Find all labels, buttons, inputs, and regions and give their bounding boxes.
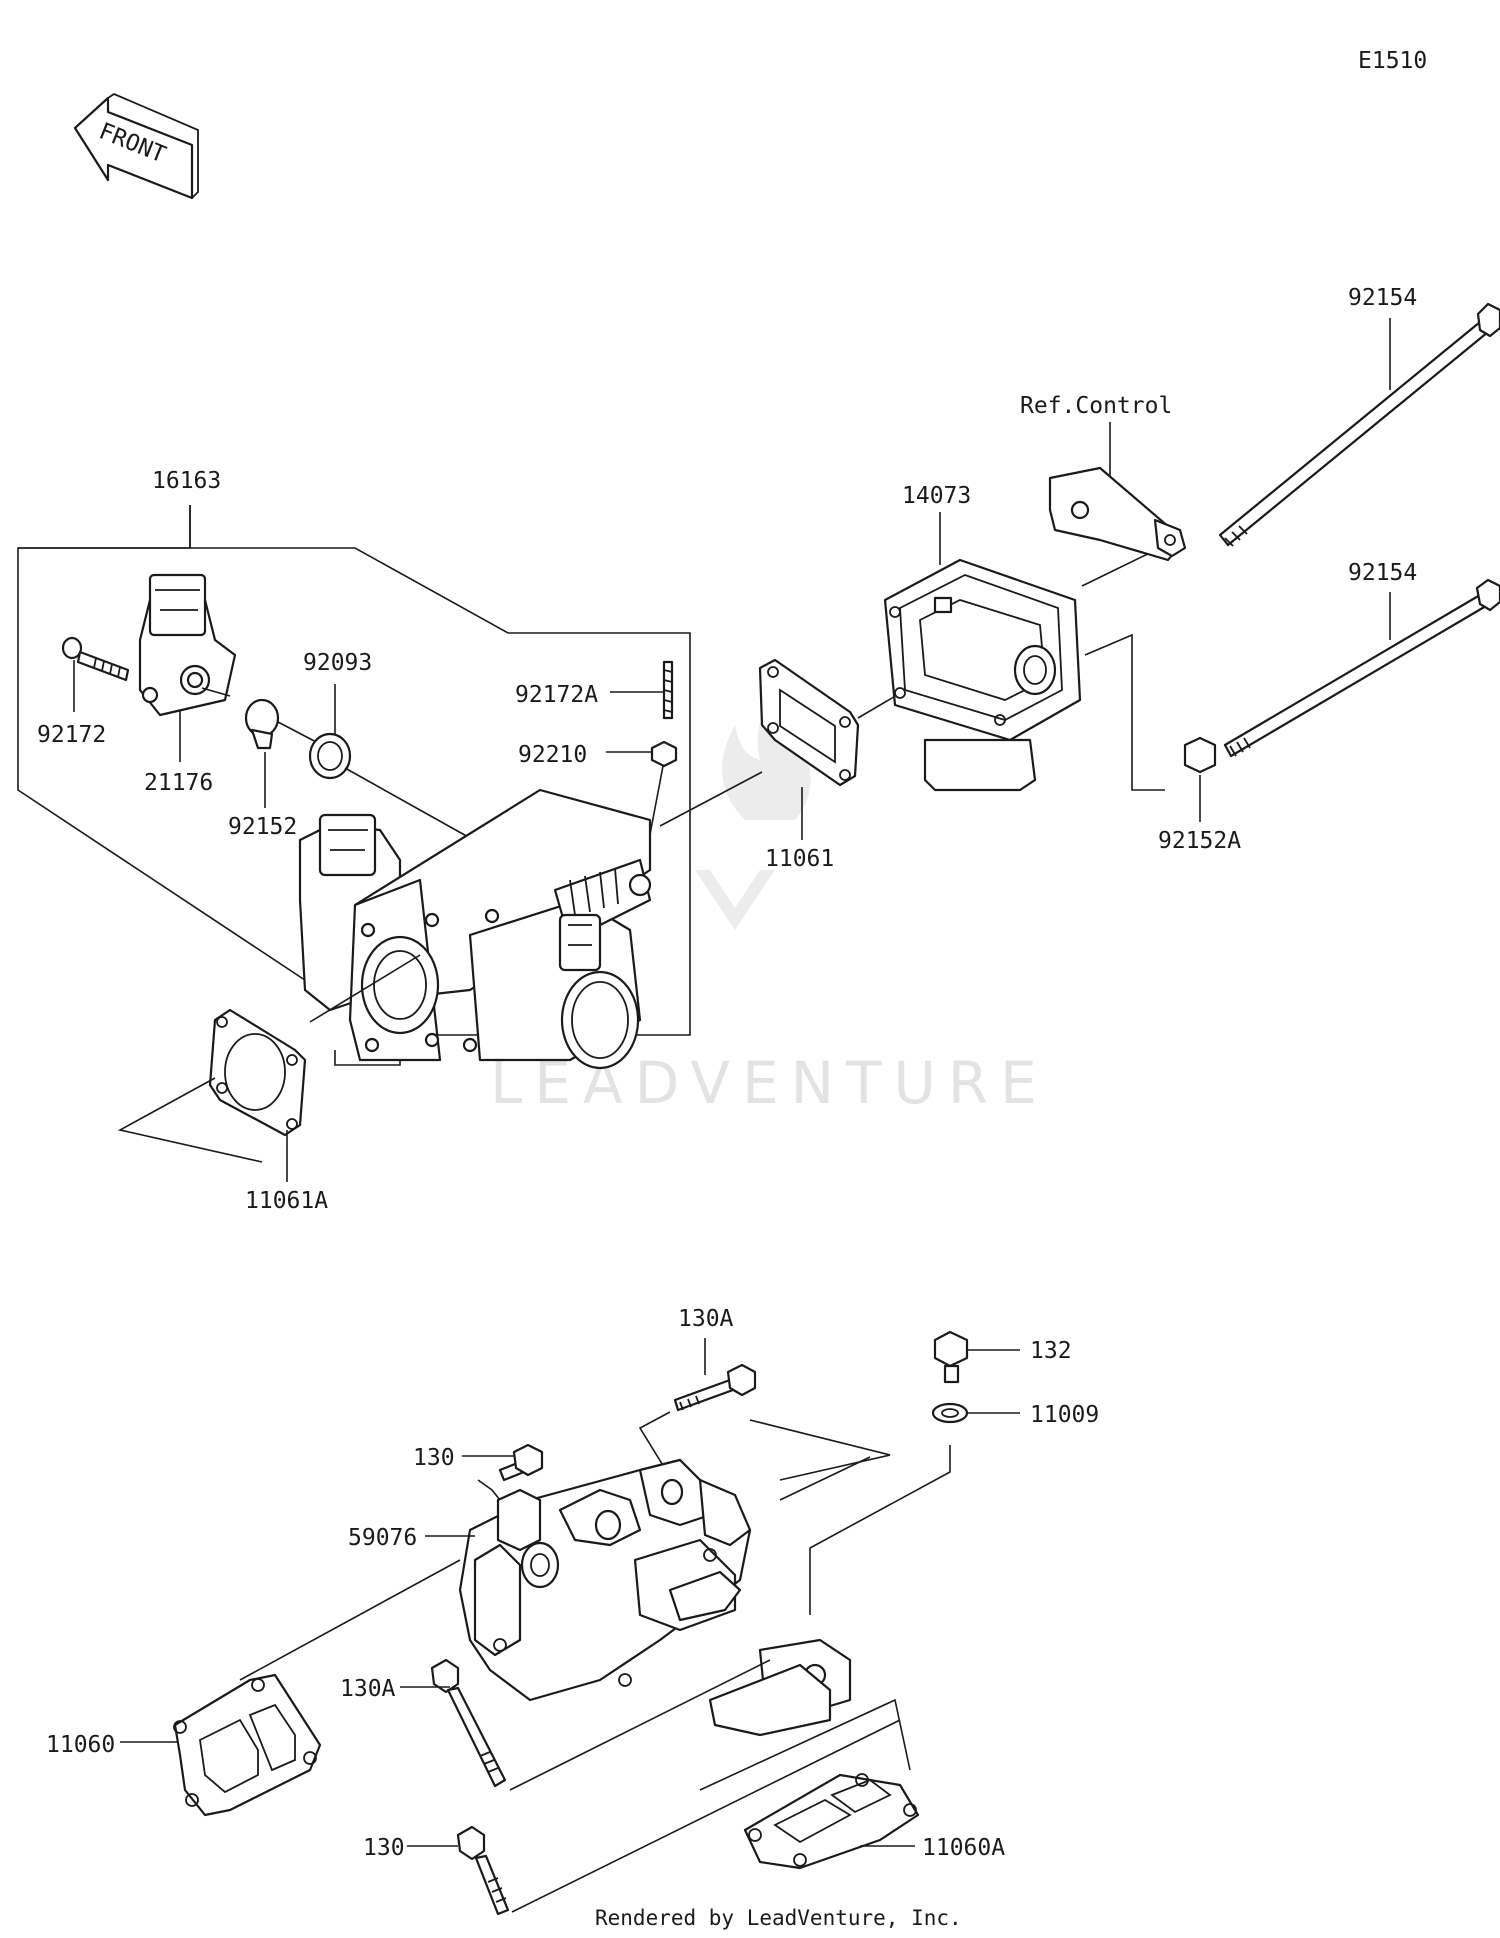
part-label-130-top: 130 [413,1445,455,1471]
gasket-11060A [743,1773,920,1870]
washer-11009 [931,1402,969,1424]
part-label-92172: 92172 [37,722,106,748]
intake-manifold [458,1458,852,1737]
part-label-130A-top: 130A [678,1306,734,1332]
bolt-92154-bottom [1223,578,1500,758]
o-ring-92093 [308,732,352,780]
part-label-16163: 16163 [152,468,221,494]
part-label-21176: 21176 [144,770,213,796]
screw-92172 [61,636,130,682]
part-label-92172A: 92172A [515,682,598,708]
nut-92210 [650,740,678,768]
part-label-11061: 11061 [765,846,834,872]
bolt-132 [933,1330,969,1384]
part-label-92093: 92093 [303,650,372,676]
part-label-11060A: 11060A [922,1835,1005,1861]
part-label-130-bottom: 130 [363,1835,405,1861]
part-label-11009: 11009 [1030,1402,1099,1428]
part-label-130A-bottom: 130A [340,1676,396,1702]
part-label-11060: 11060 [46,1732,115,1758]
bolt-130-top [498,1443,544,1482]
gasket-11061A [208,1008,307,1137]
part-label-92154-bottom: 92154 [1348,560,1417,586]
gasket-11060 [173,1673,322,1817]
part-label-92152A: 92152A [1158,828,1241,854]
control-bracket [1048,466,1187,562]
front-arrow-icon: FRONT [73,92,199,200]
part-label-92152: 92152 [228,814,297,840]
throttle-sensor-21176 [138,573,237,717]
kit-bracket [18,547,691,1066]
part-label-11061A: 11061A [245,1188,328,1214]
footer-credit: Rendered by LeadVenture, Inc. [595,1906,962,1930]
part-label-132: 132 [1030,1338,1072,1364]
collar-92152A [1183,736,1217,774]
diagram-code: E1510 [1358,48,1427,74]
bolt-130A-top [673,1363,757,1412]
ref-control-label: Ref.Control [1020,393,1172,419]
part-label-92154-top: 92154 [1348,285,1417,311]
adapter-14073 [883,558,1082,792]
bolt-130-bottom [456,1825,510,1916]
stud-92172A [662,660,674,720]
bolt-130A-bottom [430,1658,507,1788]
bolt-92154-top [1218,302,1500,547]
part-label-14073: 14073 [902,483,971,509]
watermark-text: LEADVENTURE [490,1049,1049,1117]
clip-92152 [244,698,280,750]
gasket-11061 [758,658,860,787]
throttle-body [298,788,652,1070]
part-label-59076: 59076 [348,1525,417,1551]
part-label-92210: 92210 [518,742,587,768]
